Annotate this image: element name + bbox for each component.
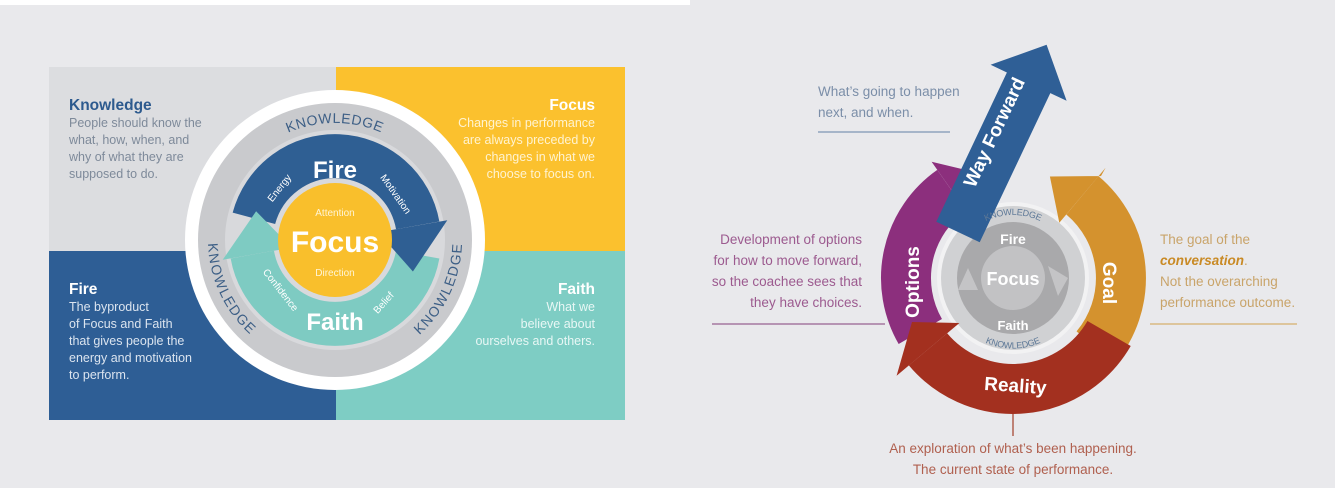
faith-line: What we bbox=[546, 300, 595, 314]
reality-note-line: The current state of performance. bbox=[913, 462, 1113, 477]
focus-title: Focus bbox=[549, 97, 595, 114]
way-forward-note-line: What’s going to happen bbox=[818, 84, 960, 99]
way-forward-note-line: next, and when. bbox=[818, 105, 913, 120]
faith-title: Faith bbox=[558, 281, 595, 298]
svg-text:KNOWLEDGE: KNOWLEDGE bbox=[984, 335, 1041, 350]
focus-line: changes in what we bbox=[485, 150, 595, 164]
knowledge-title: Knowledge bbox=[69, 97, 152, 114]
reality-label: Reality bbox=[984, 374, 1048, 399]
fire-line: energy and motivation bbox=[69, 351, 192, 365]
reality-note-line: An exploration of what’s been happening. bbox=[889, 441, 1136, 456]
fire-arrowhead bbox=[378, 220, 448, 272]
goal-note-period: . bbox=[1244, 253, 1248, 268]
options-arc bbox=[881, 169, 967, 344]
faith-quadrant-text: Faith What we believe about ourselves an… bbox=[475, 281, 595, 348]
center-labels: Fire Focus Faith bbox=[986, 231, 1039, 333]
focus-quadrant-text: Focus Changes in performance are always … bbox=[458, 97, 596, 181]
center-right-arrow-icon bbox=[1048, 266, 1068, 296]
fire-line: that gives people the bbox=[69, 334, 184, 348]
focus-center-title: Focus bbox=[291, 226, 379, 259]
knowledge-line: what, how, when, and bbox=[68, 133, 189, 147]
goal-note-line: performance outcome. bbox=[1160, 295, 1295, 310]
knowledge-line: why of what they are bbox=[68, 150, 184, 164]
faith-line: believe about bbox=[521, 317, 596, 331]
grow-model-diagram: Fire Focus Faith KNOWLEDGE KNOWLEDGE Way… bbox=[712, 44, 1297, 477]
focus-circle bbox=[278, 183, 392, 297]
fire-title: Fire bbox=[69, 281, 98, 298]
center-fire-label: Fire bbox=[1000, 231, 1026, 247]
fire-line: of Focus and Faith bbox=[69, 317, 173, 331]
center-focus-circle bbox=[981, 246, 1045, 310]
center-left-arrow-icon bbox=[958, 268, 978, 290]
way-forward-arrow bbox=[936, 44, 1067, 243]
reality-annotation: An exploration of what’s been happening.… bbox=[889, 441, 1136, 477]
top-strip bbox=[0, 0, 690, 5]
options-label: Options bbox=[903, 246, 924, 318]
direction-label: Direction bbox=[315, 268, 354, 279]
fire-line: The byproduct bbox=[69, 300, 149, 314]
reality-arc bbox=[908, 320, 1131, 414]
knowledge-line: People should know the bbox=[69, 116, 202, 130]
fire-quadrant-text: Fire The byproduct of Focus and Faith th… bbox=[69, 281, 192, 382]
center-focus-label: Focus bbox=[986, 269, 1039, 289]
knowledge-line: supposed to do. bbox=[69, 167, 158, 181]
goal-arc bbox=[1065, 176, 1146, 364]
options-annotation: Development of options for how to move f… bbox=[712, 232, 862, 310]
goal-note-line: conversation. bbox=[1160, 253, 1248, 268]
focus-line: choose to focus on. bbox=[487, 167, 595, 181]
attention-label: Attention bbox=[315, 208, 354, 219]
goal-label: Goal bbox=[1098, 262, 1119, 304]
center-faith-label: Faith bbox=[997, 318, 1028, 333]
goal-note-line: Not the overarching bbox=[1160, 274, 1278, 289]
fire-line: to perform. bbox=[69, 368, 129, 382]
fire-arc bbox=[232, 134, 440, 231]
faith-arc-title: Faith bbox=[306, 309, 363, 336]
focus-line: Changes in performance bbox=[458, 116, 595, 130]
goal-arrowhead bbox=[1049, 167, 1106, 223]
options-note-line: Development of options bbox=[720, 232, 862, 247]
fire-arc-title: Fire bbox=[313, 157, 357, 184]
goal-annotation: The goal of the conversation. Not the ov… bbox=[1160, 232, 1295, 310]
goal-note-emphasis: conversation bbox=[1160, 253, 1244, 268]
faith-arc bbox=[230, 249, 440, 346]
options-note-line: they have choices. bbox=[750, 295, 862, 310]
center-knowledge-bottom: KNOWLEDGE bbox=[984, 335, 1041, 350]
fire-faith-focus-diagram: Knowledge People should know the what, h… bbox=[49, 67, 625, 420]
focus-line: are always preceded by bbox=[463, 133, 596, 147]
faith-line: ourselves and others. bbox=[475, 334, 595, 348]
faith-arrowhead bbox=[222, 211, 292, 260]
way-forward-annotation: What’s going to happen next, and when. bbox=[818, 84, 960, 120]
reality-arrowhead bbox=[896, 322, 960, 376]
options-note-line: for how to move forward, bbox=[713, 253, 862, 268]
goal-note-line: The goal of the bbox=[1160, 232, 1250, 247]
knowledge-quadrant-text: Knowledge People should know the what, h… bbox=[68, 97, 202, 181]
options-note-line: so the coachee sees that bbox=[712, 274, 862, 289]
